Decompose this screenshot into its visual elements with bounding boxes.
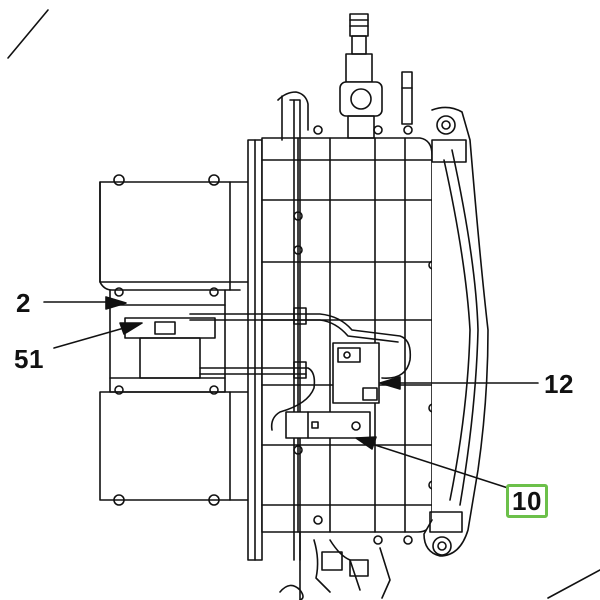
- left-bracket-lower: [99, 385, 261, 506]
- left-bracket-upper: [99, 174, 261, 297]
- callout-51: 51: [14, 344, 44, 374]
- arrowhead-10: [355, 436, 377, 450]
- leader-51: [53, 327, 125, 349]
- sensor-bracket: [285, 411, 371, 439]
- callout-10-highlighted: 10: [506, 484, 548, 518]
- arrowhead-51: [119, 322, 143, 335]
- bottom-fittings: [279, 531, 391, 600]
- crop-mark-top-left: [7, 9, 49, 59]
- leader-lines: [43, 296, 539, 489]
- capillary-tubes: [189, 307, 412, 431]
- right-mount-arm: [423, 106, 489, 557]
- refrigerant-line: [277, 91, 309, 561]
- center-clamp: [109, 289, 226, 393]
- housing-body: [261, 125, 438, 545]
- arrowhead-2: [105, 296, 127, 310]
- top-expansion-valve: [339, 13, 413, 139]
- callout-2: 2: [16, 288, 31, 318]
- crop-mark-bottom-right: [547, 569, 600, 599]
- arrowhead-12: [379, 376, 401, 390]
- thermostat-module: [332, 342, 380, 404]
- callout-12: 12: [544, 369, 574, 399]
- leader-10: [371, 443, 509, 489]
